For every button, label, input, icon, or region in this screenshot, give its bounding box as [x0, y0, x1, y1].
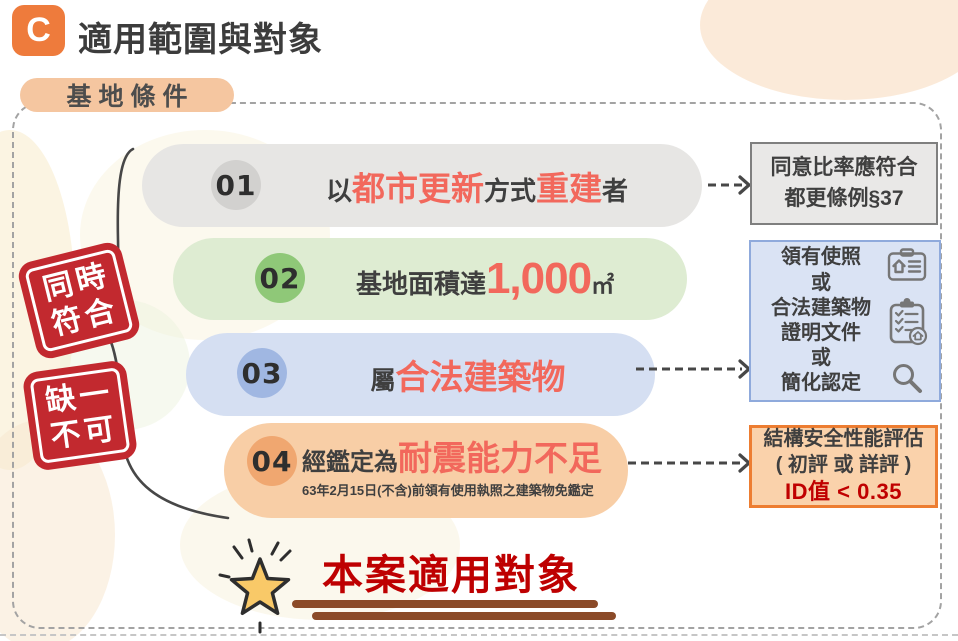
section-badge: C [12, 5, 65, 56]
callout-legal-building-text: 領有使照 或 合法建築物 證明文件 或 簡化認定 [771, 246, 871, 395]
condition-note-04: 63年2月15日(不含)前領有使用執照之建築物免鑑定 [302, 482, 594, 498]
condition-text-03: 屬合法建築物 [370, 359, 566, 397]
footer-title: 本案適用對象 [322, 552, 580, 598]
stamp-none-can-be-missing: 缺一 不可 [21, 359, 139, 472]
condition-number-01: 01 [211, 160, 261, 210]
callout-icons [881, 248, 933, 394]
callout-structural-safety: 結構安全性能評估 ( 初評 或 詳評 ) ID值 < 0.35 [749, 425, 938, 508]
star-burst-icon [216, 537, 308, 640]
clipboard-checklist-house-icon [889, 297, 928, 345]
id-value-threshold: ID值 < 0.35 [785, 479, 902, 505]
underline-bar [312, 612, 616, 620]
underline-bar [292, 600, 598, 608]
page-title: 適用範圍與對象 [78, 21, 323, 59]
arrow-to-callout-2 [636, 359, 751, 379]
stamp-text: 缺一 不可 [29, 367, 131, 464]
callout-consent-ratio: 同意比率應符合 都更條例§37 [750, 142, 938, 225]
condition-row-03: 03 屬合法建築物 [186, 333, 655, 416]
background-texture [700, 0, 958, 100]
condition-row-04: 04 經鑑定為耐震能力不足 63年2月15日(不含)前領有使用執照之建築物免鑑定 [224, 423, 628, 518]
condition-text-01: 以都市更新方式重建者 [325, 169, 629, 207]
condition-text-04: 經鑑定為耐震能力不足 63年2月15日(不含)前領有使用執照之建築物免鑑定 [302, 440, 602, 498]
conditions-panel [12, 102, 942, 629]
condition-text-02: 基地面積達1,000㎡ [355, 254, 615, 303]
callout-legal-building-proof: 領有使照 或 合法建築物 證明文件 或 簡化認定 [749, 240, 941, 402]
condition-number-03: 03 [237, 348, 287, 398]
arrow-to-callout-1 [708, 175, 751, 195]
page-bottom-divider [0, 634, 958, 636]
condition-row-01: 01 以都市更新方式重建者 [142, 144, 702, 227]
stamp-text: 同時 符合 [24, 248, 134, 353]
condition-number-02: 02 [255, 253, 305, 303]
condition-number-04: 04 [247, 436, 297, 486]
condition-row-02: 02 基地面積達1,000㎡ [173, 238, 687, 320]
magnifier-icon [893, 364, 922, 393]
site-conditions-label: 基地條件 [20, 78, 234, 112]
id-card-house-icon [887, 248, 927, 281]
arrow-to-callout-3 [628, 453, 751, 473]
